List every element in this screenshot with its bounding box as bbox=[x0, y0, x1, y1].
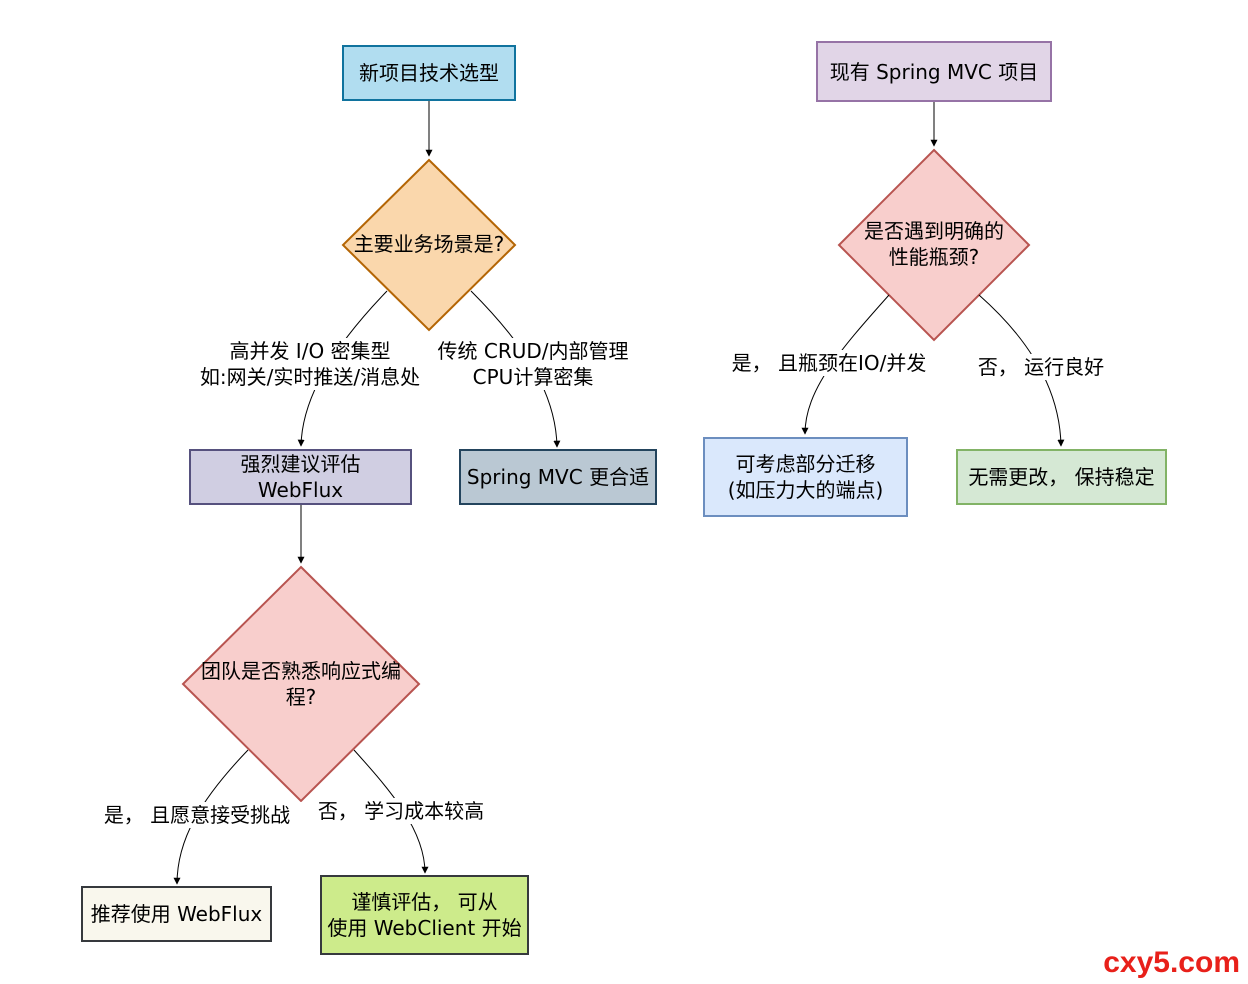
node-spring-mvc-better-label: Spring MVC 更合适 bbox=[466, 465, 650, 489]
branch-label-traditional-crud: 传统 CRUD/内部管理 CPU计算密集 bbox=[427, 338, 639, 390]
branch-label-team-no: 否， 学习成本较高 bbox=[306, 798, 496, 824]
node-recommend-webflux-label: 强烈建议评估 WebFlux bbox=[240, 452, 361, 502]
watermark-logo: cxy5.com bbox=[1103, 946, 1240, 979]
node-result-webflux-label: 推荐使用 WebFlux bbox=[90, 902, 263, 926]
decision-team-shape bbox=[181, 565, 421, 803]
node-existing-mvc[interactable]: 现有 Spring MVC 项目 bbox=[816, 41, 1052, 102]
decision-performance-label: 是否遇到明确的 性能瓶颈? bbox=[864, 219, 1004, 269]
node-new-project-label: 新项目技术选型 bbox=[359, 61, 499, 85]
node-spring-mvc-better[interactable]: Spring MVC 更合适 bbox=[459, 449, 657, 505]
node-result-careful[interactable]: 谨慎评估， 可从 使用 WebClient 开始 bbox=[320, 875, 529, 955]
node-result-keep-label: 无需更改， 保持稳定 bbox=[968, 465, 1155, 489]
decision-main-scenario-shape bbox=[341, 158, 517, 332]
node-existing-mvc-label: 现有 Spring MVC 项目 bbox=[829, 59, 1039, 84]
node-result-keep[interactable]: 无需更改， 保持稳定 bbox=[956, 449, 1167, 505]
node-result-migrate[interactable]: 可考虑部分迁移 (如压力大的端点) bbox=[703, 437, 908, 517]
node-result-migrate-label: 可考虑部分迁移 (如压力大的端点) bbox=[727, 452, 884, 502]
decision-performance-shape bbox=[837, 148, 1031, 342]
node-new-project[interactable]: 新项目技术选型 bbox=[342, 45, 516, 101]
branch-label-high-concurrency: 高并发 I/O 密集型 如:网关/实时推送/消息处 bbox=[190, 338, 430, 390]
decision-main-scenario-label: 主要业务场景是? bbox=[353, 232, 505, 256]
node-recommend-webflux[interactable]: 强烈建议评估 WebFlux bbox=[189, 449, 412, 505]
decision-team-label: 团队是否熟悉响应式编 程? bbox=[201, 659, 401, 709]
node-result-webflux[interactable]: 推荐使用 WebFlux bbox=[81, 886, 272, 942]
branch-label-team-yes: 是， 且愿意接受挑战 bbox=[92, 802, 302, 828]
branch-label-perf-no: 否， 运行良好 bbox=[966, 354, 1116, 380]
branch-label-perf-yes: 是， 且瓶颈在IO/并发 bbox=[718, 350, 940, 376]
node-result-careful-label: 谨慎评估， 可从 使用 WebClient 开始 bbox=[327, 890, 522, 940]
